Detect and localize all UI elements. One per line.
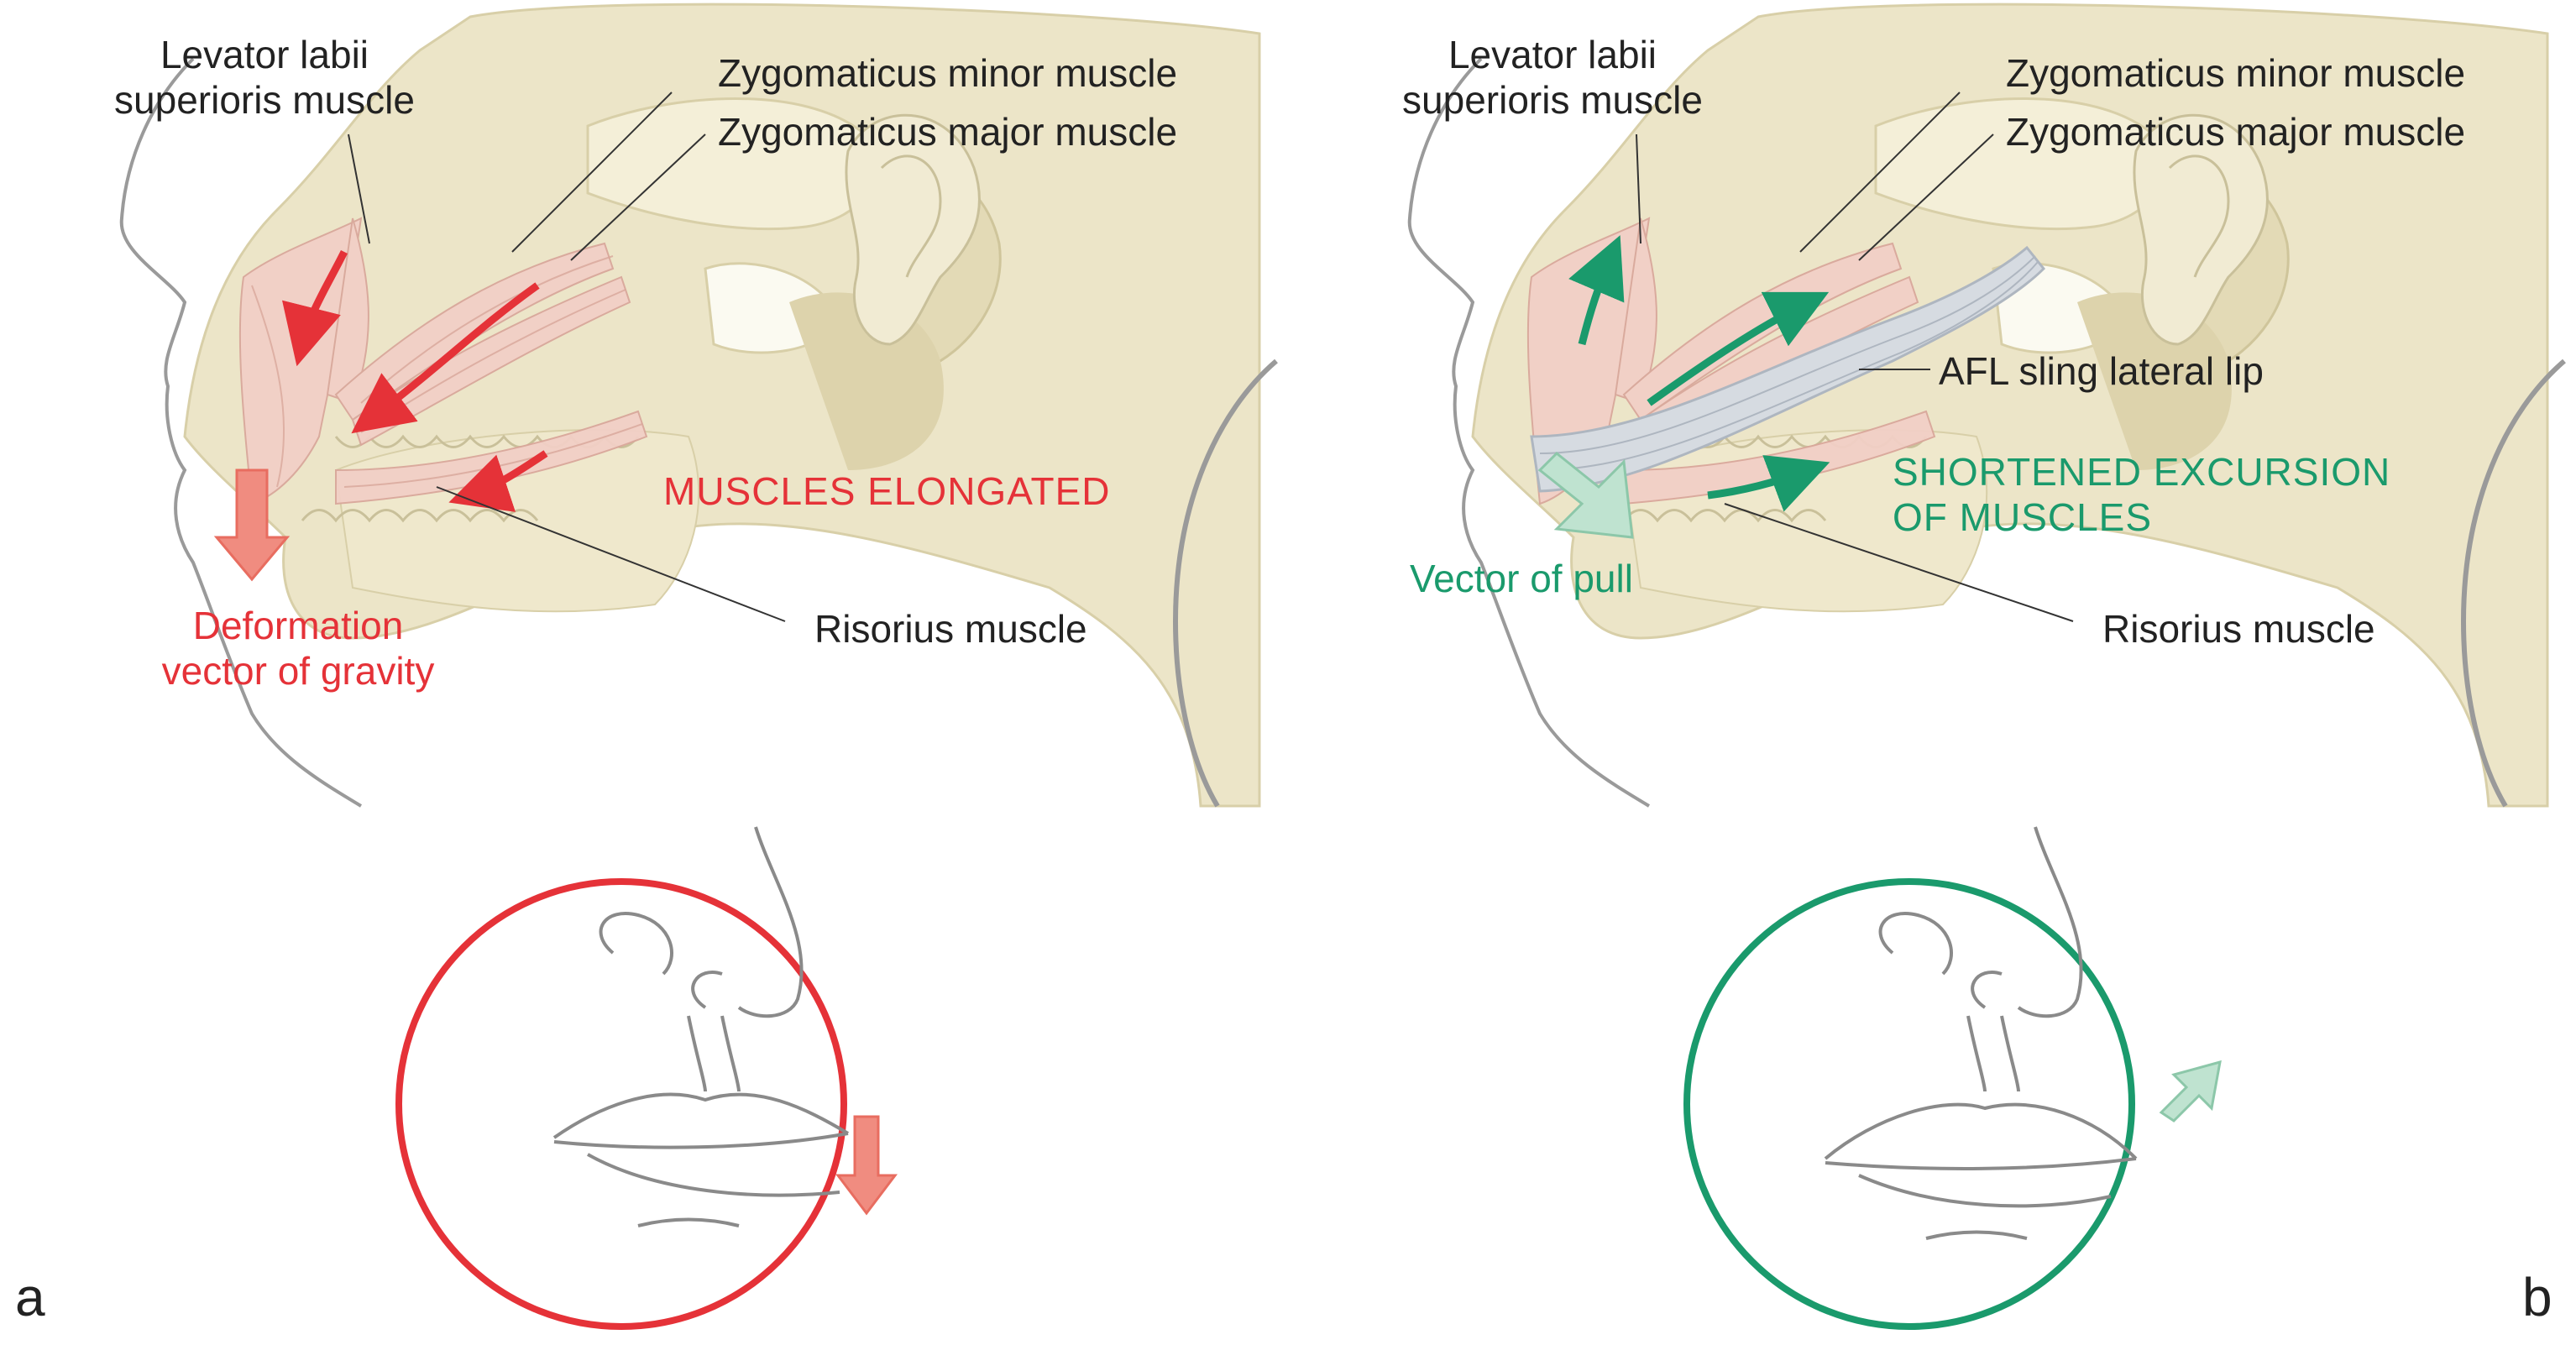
label-levator-labii: Levator labii superioris muscle (1397, 32, 1708, 123)
label-vector-of-pull: Vector of pull (1410, 557, 1633, 600)
label-line: SHORTENED EXCURSION (1893, 450, 2391, 494)
label-line: vector of gravity (161, 649, 435, 693)
panel-a: Levator labii superioris muscle Zygomati… (15, 3, 1278, 1330)
label-zygomaticus-minor: Zygomaticus minor muscle (2006, 51, 2466, 95)
panel-b-illustration (1407, 3, 2566, 1330)
neck-outline (2460, 358, 2566, 808)
face-outline (1407, 57, 1651, 808)
label-afl-sling: AFL sling lateral lip (1939, 349, 2264, 393)
red-down-arrow-icon (213, 468, 291, 582)
muscle-direction-arrows (282, 249, 548, 512)
neck-outline (1172, 358, 1278, 808)
label-zygomaticus-major: Zygomaticus major muscle (2006, 110, 2466, 154)
panel-letter-b: b (2522, 1267, 2552, 1327)
label-levator-labii: Levator labii superioris muscle (109, 32, 420, 123)
label-risorius: Risorius muscle (814, 607, 1087, 651)
lips-detail (1824, 826, 2138, 1240)
leader-lines (1636, 92, 2074, 622)
label-risorius: Risorius muscle (2102, 607, 2375, 651)
label-line: Deformation (192, 604, 404, 647)
green-up-right-arrow-icon (1537, 451, 1634, 539)
leader-lines (348, 92, 786, 622)
afl-sling (1530, 245, 2046, 493)
skull-illustration (183, 3, 1261, 808)
label-line: superioris muscle (114, 78, 415, 122)
panel-b: Levator labii superioris muscle Zygomati… (1288, 0, 2576, 1345)
label-line: Levator labii (160, 33, 369, 76)
label-line: Levator labii (1448, 33, 1657, 76)
green-circle-icon (1683, 878, 2135, 1330)
skull-illustration (1471, 3, 2549, 808)
panel-a-illustration (119, 3, 1278, 1330)
label-line: superioris muscle (1402, 78, 1703, 122)
red-down-arrow-icon (835, 1115, 898, 1216)
muscle-direction-arrows (1568, 235, 1830, 512)
green-up-right-arrow-icon (2159, 1060, 2222, 1123)
label-zygomaticus-major: Zygomaticus major muscle (718, 110, 1178, 154)
face-outline (119, 57, 363, 808)
label-muscles-elongated: MUSCLES ELONGATED (663, 469, 1111, 513)
label-line: OF MUSCLES (1893, 495, 2153, 539)
lips-detail (552, 826, 850, 1227)
panel-letter-a: a (15, 1267, 45, 1327)
label-deformation-vector: Deformation vector of gravity (134, 603, 462, 693)
label-zygomaticus-minor: Zygomaticus minor muscle (718, 51, 1178, 95)
label-shortened-excursion: SHORTENED EXCURSION OF MUSCLES (1893, 449, 2390, 540)
